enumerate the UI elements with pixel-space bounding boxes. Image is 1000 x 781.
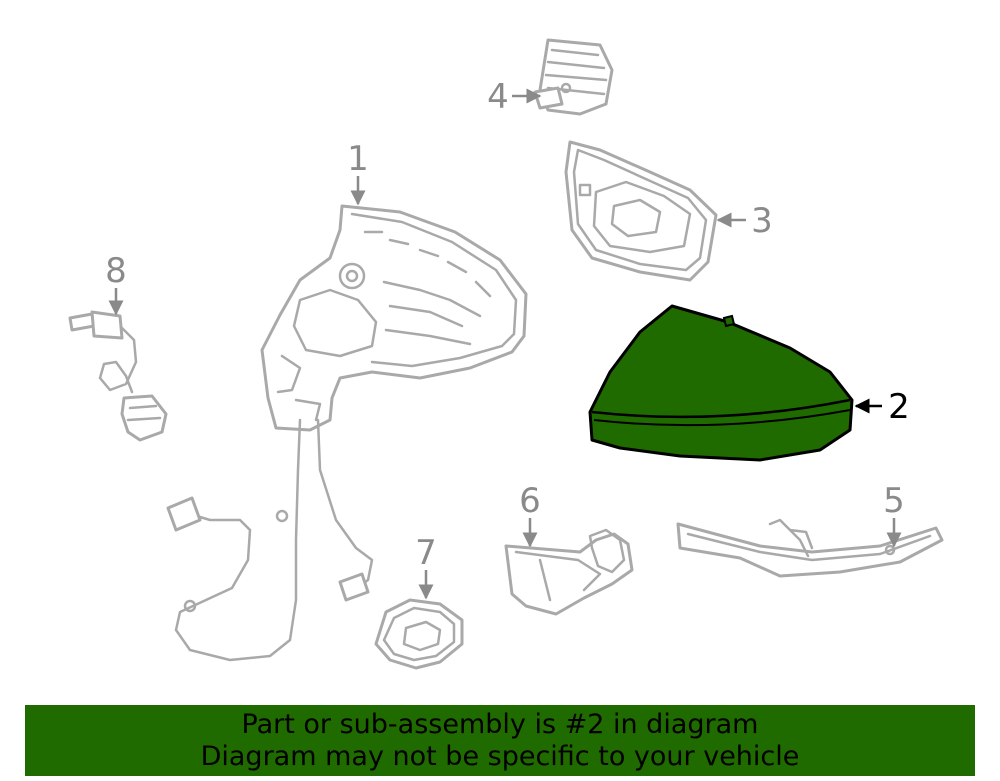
svg-text:6: 6 [519, 481, 541, 521]
part-2-mirror-cover[interactable] [588, 304, 854, 462]
callout-8: 8 [105, 251, 127, 316]
callout-4: 4 [487, 77, 542, 117]
part-7-bezel[interactable] [374, 598, 464, 670]
callout-7: 7 [415, 533, 437, 600]
svg-text:4: 4 [487, 77, 509, 117]
info-banner: Part or sub-assembly is #2 in diagram Di… [25, 705, 975, 776]
callout-1: 1 [347, 139, 369, 206]
banner-line-2: Diagram may not be specific to your vehi… [200, 740, 800, 772]
callout-3: 3 [716, 201, 773, 241]
part-1-mirror-frame[interactable] [166, 204, 528, 662]
callout-5: 5 [883, 481, 905, 548]
svg-text:8: 8 [105, 251, 127, 291]
parts-diagram: 1 2 3 4 5 6 7 8 [68, 38, 944, 670]
svg-text:7: 7 [415, 533, 437, 573]
callout-6: 6 [519, 481, 541, 548]
part-3-mirror-glass[interactable] [564, 140, 718, 282]
part-4-mirror-motor[interactable] [533, 38, 614, 116]
part-5-turn-signal-strip[interactable] [676, 518, 944, 578]
callout-2: 2 [854, 387, 910, 427]
part-6-lower-cover[interactable] [504, 528, 634, 616]
part-8-connector-harness[interactable] [68, 310, 168, 442]
svg-text:3: 3 [751, 201, 773, 241]
banner-line-1: Part or sub-assembly is #2 in diagram [241, 708, 759, 740]
svg-text:1: 1 [347, 139, 369, 179]
svg-text:5: 5 [883, 481, 905, 521]
svg-text:2: 2 [888, 387, 910, 427]
